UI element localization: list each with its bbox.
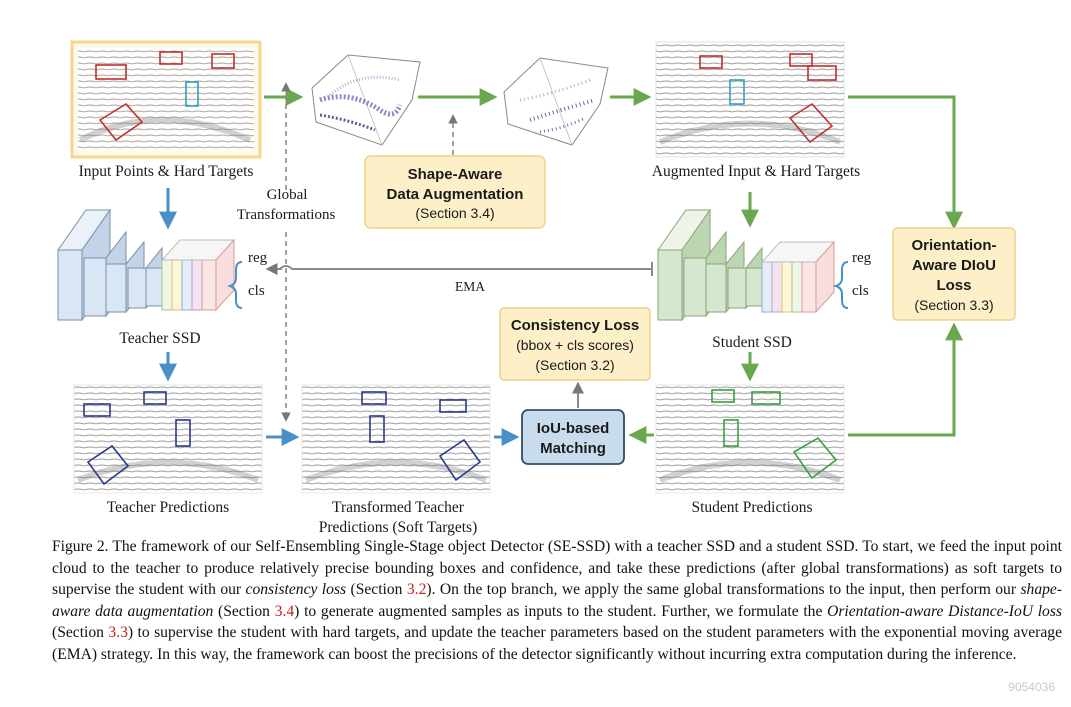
navy-pred-box [175,419,191,447]
green-pred-box [711,389,735,403]
label-reg-student: reg [852,250,872,266]
caption-t4: ) to generate augmented samples as input… [294,602,828,620]
transformed-predictions-panel [301,384,491,494]
orientation-line1: Orientation- [912,237,997,254]
label-input: Input Points & Hard Targets [79,163,254,180]
cyan-target-box [729,79,745,105]
orientation-line3: Loss [936,277,971,294]
student-predictions-panel [655,384,845,494]
green-arrows [264,88,963,444]
label-augmented: Augmented Input & Hard Targets [652,163,860,180]
gray-arrows [265,82,653,422]
label-student-ssd: Student SSD [712,334,792,351]
label-transformed-2: Predictions (Soft Targets) [319,519,478,536]
label-teacher-ssd: Teacher SSD [119,330,200,347]
iou-line2: Matching [540,440,606,457]
label-student-predictions: Student Predictions [692,499,813,516]
label-global-1: Global [267,187,308,203]
navy-pred-box [438,438,482,482]
label-cls-student: cls [852,283,869,299]
caption-t2: ). On the top branch, we apply the same … [426,581,1021,599]
navy-pred-box [83,403,111,417]
label-teacher-predictions: Teacher Predictions [107,499,229,516]
iou-matching-box: IoU-based Matching [521,409,625,465]
navy-pred-box [369,415,385,443]
caption-t3: (Section [213,602,275,620]
iou-line1: IoU-based [537,420,610,437]
figure-caption: Figure 2. The framework of our Self-Ense… [52,536,1062,666]
red-target-box [788,102,834,144]
point-cloud-cube-augmented [503,57,609,146]
caption-t1: (Section [346,581,407,599]
augmented-scene-panel [655,41,845,158]
label-global-2: Transformations [237,207,336,223]
green-pred-box [723,419,739,447]
consistency-loss-box: Consistency Loss (bbox + cls scores) (Se… [499,307,651,381]
framework-diagram: Shape-Aware Data Augmentation (Section 3… [57,40,1016,536]
consistency-line1: Consistency Loss [511,317,639,334]
blue-arrows [159,188,520,446]
consistency-ref: (Section 3.2) [535,357,614,373]
label-ema: EMA [455,279,485,294]
shape-aware-ref: (Section 3.4) [415,205,494,221]
navy-pred-box [143,391,167,405]
caption-lead: Figure 2. The framework of our Self-Ense… [52,538,1062,599]
orientation-ref: (Section 3.3) [914,297,993,313]
red-target-box [98,102,144,142]
label-reg-teacher: reg [248,250,268,266]
navy-pred-box [361,391,387,405]
shape-aware-line2: Data Augmentation [387,186,524,203]
label-transformed-1: Transformed Teacher [332,499,465,516]
caption-em-consistency: consistency loss [245,581,347,599]
caption-ref-33[interactable]: 3.3 [108,624,128,642]
cyan-target-box [185,81,199,107]
caption-ref-34[interactable]: 3.4 [274,602,295,620]
orientation-loss-box: Orientation- Aware DIoU Loss (Section 3.… [892,227,1016,321]
green-pred-box [792,436,838,480]
green-pred-box [751,391,781,405]
red-target-box [159,51,183,65]
label-cls-teacher: cls [248,283,265,299]
caption-ref-32[interactable]: 3.2 [406,581,427,599]
shape-aware-line1: Shape-Aware [408,166,503,183]
teacher-ssd-network [57,208,243,322]
navy-pred-box [86,444,130,486]
caption-t6: ) to supervise the student with hard tar… [52,624,1062,663]
red-target-box [789,53,813,67]
red-target-box [807,65,837,81]
student-ssd-network [657,208,849,322]
caption-em-orientation: Orientation-aware Distance-IoU loss [827,602,1062,620]
orientation-line2: Aware DIoU [912,257,996,274]
caption-em-shape: shape-aware data augmentation [52,581,1063,620]
teacher-predictions-panel [73,384,263,494]
watermark: 9054036 [1008,680,1055,694]
red-target-box [211,53,235,69]
consistency-line2: (bbox + cls scores) [516,337,634,353]
input-scene-panel [70,40,262,159]
shape-aware-box: Shape-Aware Data Augmentation (Section 3… [364,155,546,229]
point-cloud-cube-global [311,54,421,146]
navy-pred-box [439,399,467,413]
caption-t5: (Section [52,624,109,642]
red-target-box [95,64,127,80]
red-target-box [699,55,723,69]
